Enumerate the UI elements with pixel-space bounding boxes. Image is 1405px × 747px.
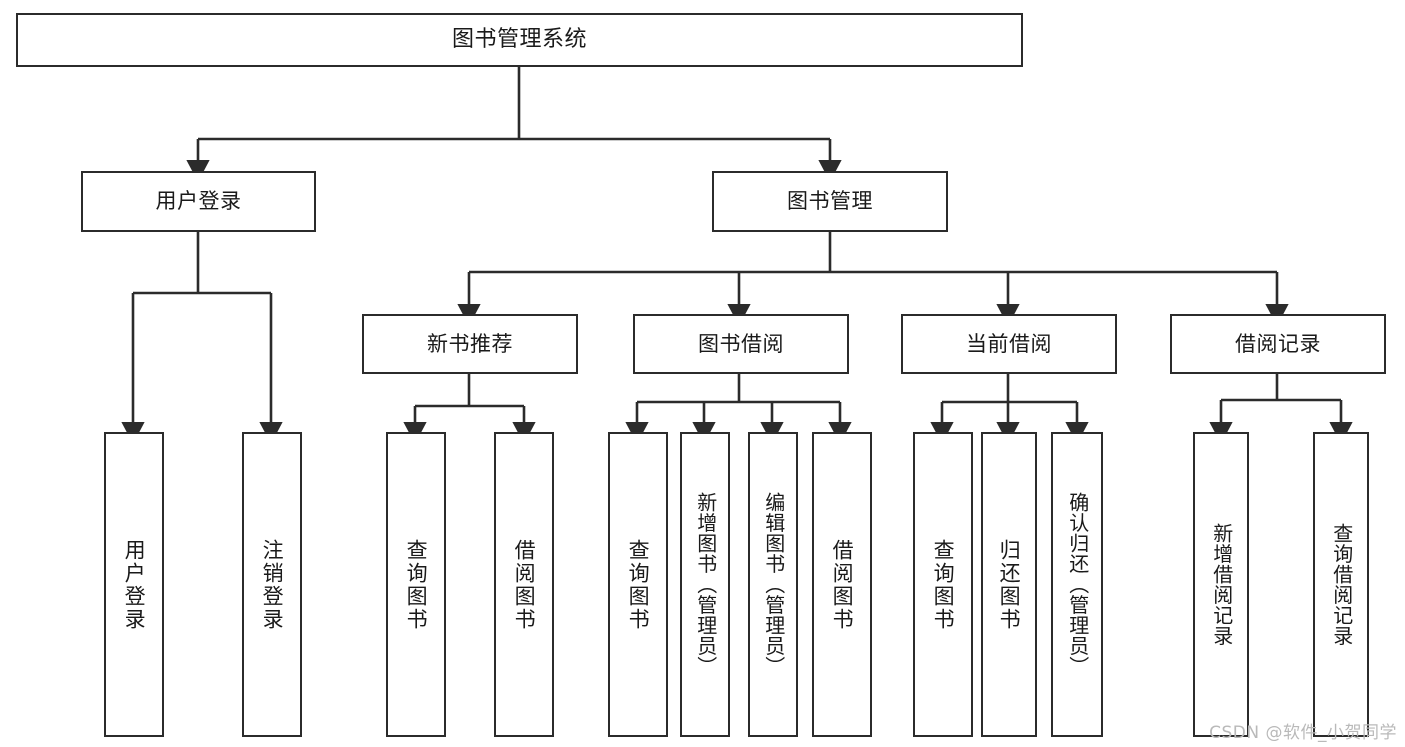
node-label: 查询图书	[404, 538, 429, 631]
node-label: 查询图书	[626, 538, 651, 631]
node-label: 查询借阅记录	[1329, 523, 1354, 646]
node-leaf-borrow-book-1[interactable]: 借阅图书	[494, 432, 554, 737]
node-label: 新增图书（管理员）	[693, 492, 718, 677]
watermark-text: CSDN @软件_小贺同学	[1209, 723, 1397, 743]
node-leaf-add-record[interactable]: 新增借阅记录	[1193, 432, 1249, 737]
node-leaf-add-book[interactable]: 新增图书（管理员）	[680, 432, 730, 737]
node-label: 查询图书	[931, 538, 956, 631]
node-leaf-user-login[interactable]: 用户登录	[104, 432, 164, 737]
node-label: 图书借阅	[698, 331, 784, 356]
node-label: 借阅记录	[1235, 331, 1321, 356]
node-label: 注销登录	[260, 538, 285, 631]
node-label: 图书管理系统	[451, 26, 587, 52]
node-leaf-query-book-1[interactable]: 查询图书	[386, 432, 446, 737]
node-leaf-query-record[interactable]: 查询借阅记录	[1313, 432, 1369, 737]
node-user-login[interactable]: 用户登录	[81, 171, 316, 232]
node-label: 归还图书	[997, 538, 1022, 631]
node-label: 用户登录	[155, 189, 242, 214]
node-label: 确认归还（管理员）	[1065, 492, 1090, 677]
node-current-borrow[interactable]: 当前借阅	[901, 314, 1117, 374]
node-new-book-recommend[interactable]: 新书推荐	[362, 314, 578, 374]
node-label: 新增借阅记录	[1209, 523, 1234, 646]
node-leaf-return-book[interactable]: 归还图书	[981, 432, 1037, 737]
node-leaf-borrow-book-2[interactable]: 借阅图书	[812, 432, 872, 737]
node-book-management[interactable]: 图书管理	[712, 171, 948, 232]
node-label: 借阅图书	[512, 538, 537, 631]
node-label: 新书推荐	[427, 331, 513, 356]
node-label: 编辑图书（管理员）	[761, 492, 786, 677]
node-label: 当前借阅	[966, 331, 1052, 356]
node-leaf-query-book-2[interactable]: 查询图书	[608, 432, 668, 737]
node-label: 图书管理	[787, 189, 873, 214]
node-root-system[interactable]: 图书管理系统	[16, 13, 1023, 67]
node-leaf-confirm-return[interactable]: 确认归还（管理员）	[1051, 432, 1103, 737]
node-leaf-query-book-3[interactable]: 查询图书	[913, 432, 973, 737]
node-leaf-edit-book[interactable]: 编辑图书（管理员）	[748, 432, 798, 737]
node-leaf-logout[interactable]: 注销登录	[242, 432, 302, 737]
node-borrow-record[interactable]: 借阅记录	[1170, 314, 1386, 374]
node-book-borrow[interactable]: 图书借阅	[633, 314, 849, 374]
node-label: 借阅图书	[830, 538, 855, 631]
node-label: 用户登录	[122, 538, 147, 631]
